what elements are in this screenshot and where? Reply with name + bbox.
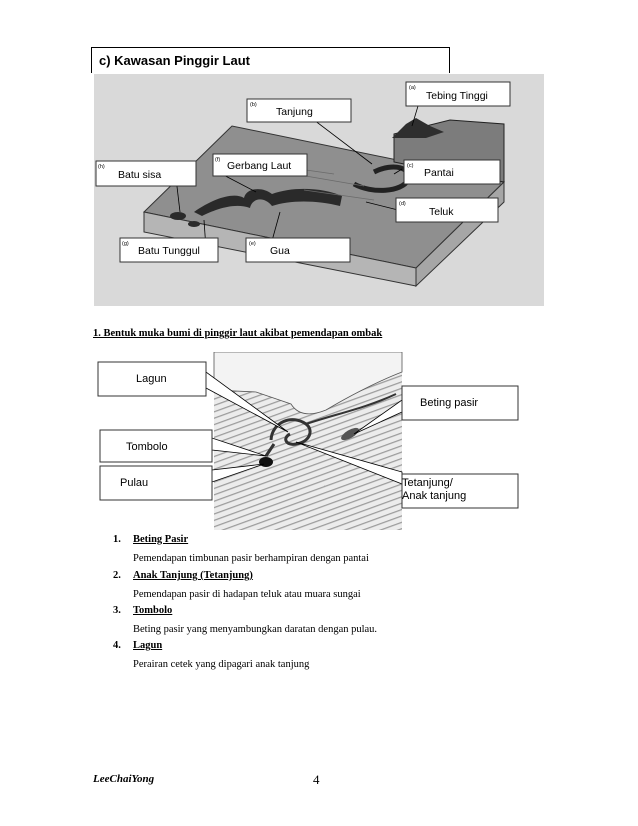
label-batu-sisa: (h) Batu sisa: [96, 161, 196, 186]
svg-text:Pantai: Pantai: [424, 167, 454, 179]
label-lagun: Lagun: [98, 362, 206, 396]
label-batu-tunggul: (g) Batu Tunggul: [120, 238, 218, 262]
page-number: 4: [313, 772, 320, 788]
label-tetanjung: Tetanjung/ Anak tanjung: [402, 474, 518, 508]
label-gerbang-laut: (f) Gerbang Laut: [213, 154, 307, 176]
svg-text:(e): (e): [249, 241, 256, 247]
svg-text:Anak tanjung: Anak tanjung: [402, 490, 466, 502]
deposition-diagram: Lagun Tombolo Pulau Beting pasir Tetanju…: [96, 352, 520, 530]
footer-author: LeeChaiYong: [93, 773, 154, 785]
item-term: Beting Pasir: [133, 534, 188, 545]
label-tebing-tinggi: (a) Tebing Tinggi: [406, 82, 510, 106]
item-desc: Pemendapan timbunan pasir berhampiran de…: [133, 553, 369, 564]
svg-text:Tebing Tinggi: Tebing Tinggi: [426, 90, 488, 102]
item-desc: Pemendapan pasir di hadapan teluk atau m…: [133, 589, 361, 600]
svg-text:Tanjung: Tanjung: [276, 106, 313, 118]
svg-text:(f): (f): [215, 157, 220, 163]
label-pantai: (c) Pantai: [404, 160, 500, 184]
svg-text:(g): (g): [122, 241, 129, 247]
item-term: Lagun: [133, 640, 162, 651]
svg-text:(b): (b): [250, 102, 257, 108]
svg-text:Tetanjung/: Tetanjung/: [402, 477, 454, 489]
svg-text:Batu sisa: Batu sisa: [118, 169, 161, 181]
svg-text:Gerbang Laut: Gerbang Laut: [227, 160, 291, 172]
item-desc: Perairan cetek yang dipagari anak tanjun…: [133, 659, 309, 670]
svg-text:(h): (h): [98, 164, 105, 170]
label-tombolo: Tombolo: [100, 430, 212, 462]
label-gua: (e) Gua: [246, 238, 350, 262]
item-term: Anak Tanjung (Tetanjung): [133, 570, 253, 581]
deposition-heading: 1. Bentuk muka bumi di pinggir laut akib…: [93, 328, 382, 339]
label-beting-pasir: Beting pasir: [402, 386, 518, 420]
label-teluk: (d) Teluk: [396, 198, 498, 222]
item-desc: Beting pasir yang menyambungkan daratan …: [133, 624, 377, 635]
svg-text:Beting pasir: Beting pasir: [420, 397, 478, 409]
svg-text:(d): (d): [399, 201, 406, 207]
svg-text:(a): (a): [409, 85, 416, 91]
label-pulau: Pulau: [100, 466, 212, 500]
svg-text:Tombolo: Tombolo: [126, 441, 168, 453]
svg-text:(c): (c): [407, 163, 414, 169]
label-tanjung: (b) Tanjung: [247, 99, 351, 122]
item-term: Tombolo: [133, 605, 172, 616]
coastal-erosion-diagram: (a) Tebing Tinggi (b) Tanjung (f) Gerban…: [94, 74, 544, 306]
svg-text:Gua: Gua: [270, 245, 290, 257]
svg-text:Lagun: Lagun: [136, 373, 167, 385]
svg-text:Pulau: Pulau: [120, 477, 148, 489]
svg-text:Teluk: Teluk: [429, 206, 454, 218]
svg-text:Batu Tunggul: Batu Tunggul: [138, 245, 200, 257]
section-title: c) Kawasan Pinggir Laut: [91, 47, 450, 73]
